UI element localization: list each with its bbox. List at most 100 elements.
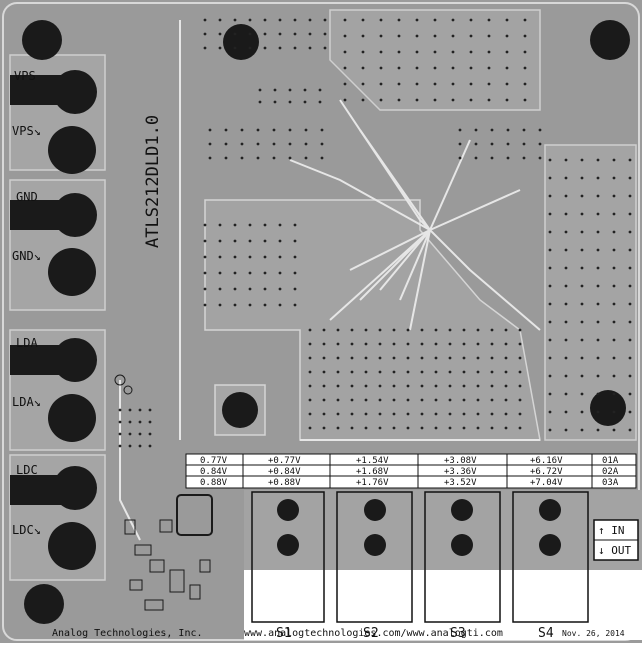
switch-s1-label: S1 (276, 626, 292, 641)
via (322, 412, 326, 416)
via (392, 412, 396, 416)
table-cell-r3-c5: +7.04V (530, 478, 563, 488)
via (580, 374, 584, 378)
via (628, 230, 632, 234)
via-field (118, 18, 632, 448)
via (434, 384, 438, 388)
via (263, 271, 267, 275)
switch-s2[interactable]: S2 (336, 491, 413, 641)
via (504, 384, 508, 388)
via (406, 426, 410, 430)
via (548, 410, 552, 414)
via (420, 384, 424, 388)
via (434, 398, 438, 402)
via (504, 356, 508, 360)
via (548, 428, 552, 432)
via (434, 328, 438, 332)
via (487, 50, 491, 54)
via (628, 266, 632, 270)
via (336, 398, 340, 402)
via (118, 420, 122, 424)
via (293, 255, 297, 259)
via (336, 384, 340, 388)
via (548, 320, 552, 324)
via (490, 370, 494, 374)
via (580, 410, 584, 414)
via (487, 66, 491, 70)
via (148, 408, 152, 412)
via (580, 338, 584, 342)
via (523, 50, 527, 54)
switch-s4[interactable]: S4 (512, 491, 589, 641)
via (628, 194, 632, 198)
via (476, 426, 480, 430)
footer: Analog Technologies, Inc. www.analogtech… (52, 628, 625, 639)
component-footprints (114, 374, 213, 611)
via (288, 142, 292, 146)
via (628, 410, 632, 414)
via (523, 98, 527, 102)
via (476, 328, 480, 332)
via (293, 46, 297, 50)
via (476, 384, 480, 388)
via (293, 32, 297, 36)
via (322, 342, 326, 346)
via (628, 374, 632, 378)
via (350, 412, 354, 416)
via (548, 230, 552, 234)
via (263, 239, 267, 243)
via (596, 194, 600, 198)
via (248, 18, 252, 22)
via (564, 212, 568, 216)
via (506, 142, 510, 146)
via (504, 370, 508, 374)
table-cell-r3-c6: 03A (602, 478, 619, 488)
table-cell-r2-c2: +0.84V (268, 467, 301, 477)
via (379, 34, 383, 38)
via (596, 338, 600, 342)
via (564, 284, 568, 288)
via (580, 284, 584, 288)
switch-s3[interactable]: S3 (424, 491, 501, 641)
via (303, 100, 307, 104)
via (448, 398, 452, 402)
via (323, 18, 327, 22)
connector-pads (10, 70, 97, 570)
via (564, 356, 568, 360)
via (343, 50, 347, 54)
via (612, 410, 616, 414)
table-cell-r3-c3: +1.76V (356, 478, 389, 488)
via (596, 374, 600, 378)
via (288, 88, 292, 92)
via (596, 392, 600, 396)
via (256, 128, 260, 132)
via (248, 287, 252, 291)
via (415, 98, 419, 102)
via (397, 34, 401, 38)
via (218, 239, 222, 243)
via (434, 426, 438, 430)
via (278, 18, 282, 22)
via (308, 412, 312, 416)
via (433, 18, 437, 22)
via (308, 18, 312, 22)
table-cell-r2-c4: +3.36V (444, 467, 477, 477)
via (596, 230, 600, 234)
via (596, 248, 600, 252)
footer-urls: www.analogtechnologies.com/www.analogti.… (244, 628, 503, 639)
via (434, 342, 438, 346)
via (548, 302, 552, 306)
via (580, 266, 584, 270)
via (320, 156, 324, 160)
switch-s1[interactable]: S1 (251, 491, 325, 641)
via (350, 328, 354, 332)
switch-s4-label: S4 (538, 626, 554, 641)
via (406, 342, 410, 346)
via (364, 356, 368, 360)
via (596, 266, 600, 270)
via (476, 412, 480, 416)
via (580, 176, 584, 180)
via (293, 239, 297, 243)
via (203, 303, 207, 307)
via (487, 98, 491, 102)
